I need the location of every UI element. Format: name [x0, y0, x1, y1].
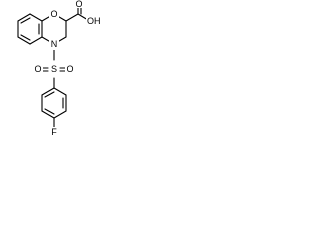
- atom-sulfur: S: [49, 63, 59, 75]
- fluorine-label: F: [51, 127, 57, 137]
- ring-nitrogen-label: N: [51, 39, 58, 49]
- benzo-ring: [17, 13, 43, 45]
- atom-sulfonyl-oxygen-right: O: [65, 64, 75, 75]
- molecule-structure: O O OH N S O O F: [17, 0, 104, 138]
- atom-ring-nitrogen: N: [49, 38, 59, 50]
- sulfur-label: S: [51, 64, 57, 74]
- atom-sulfonyl-oxygen-left: O: [33, 64, 43, 75]
- carbonyl-oxygen-label: O: [75, 0, 82, 9]
- carboxyl-hydroxyl-label: OH: [87, 16, 101, 26]
- sulfonyl-oxygen-left-label: O: [34, 64, 41, 74]
- ring-oxygen-label: O: [50, 9, 57, 19]
- atom-carbonyl-oxygen: O: [74, 0, 84, 9]
- sulfonyl-oxygen-right-label: O: [66, 64, 73, 74]
- atom-fluorine: F: [49, 127, 59, 138]
- atom-carboxyl-hydroxyl: OH: [86, 16, 104, 27]
- atom-ring-oxygen: O: [49, 8, 59, 19]
- fluorophenyl-ring: [41, 87, 67, 129]
